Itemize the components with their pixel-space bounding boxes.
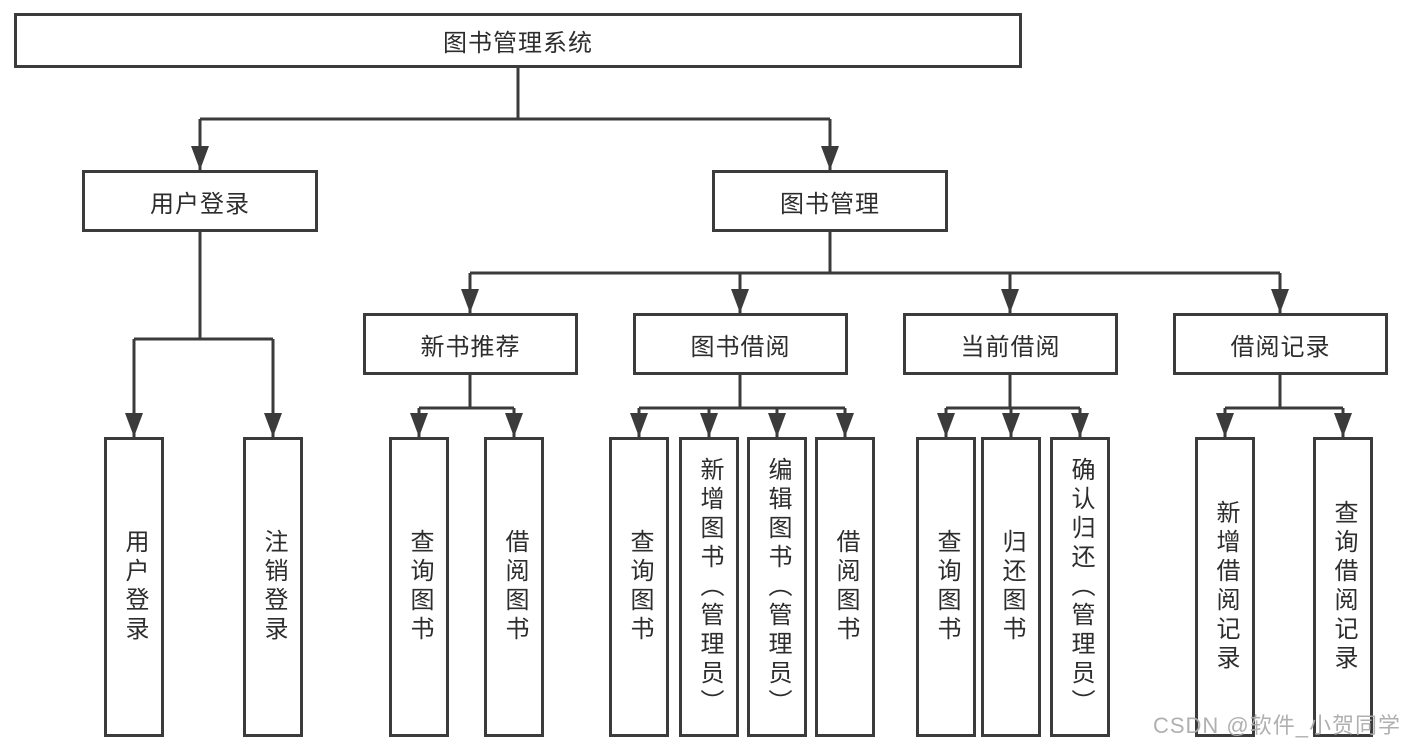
leaf-label: 注销登录: [260, 529, 287, 645]
node-label: 用户登录: [150, 190, 250, 218]
leaf-label: 查询图书: [626, 529, 653, 645]
leaf-label: 编辑图书（管理员）: [764, 456, 791, 718]
leaf-borrow-books-recommend: 借阅图书: [484, 437, 544, 737]
node-book-borrow: 图书借阅: [633, 313, 848, 375]
node-current-borrow: 当前借阅: [903, 313, 1118, 375]
leaf-borrow-books: 借阅图书: [815, 437, 875, 737]
leaf-label: 借阅图书: [501, 529, 528, 645]
leaf-label: 新增图书（管理员）: [696, 456, 723, 718]
leaf-label: 查询图书: [933, 529, 960, 645]
node-user-login: 用户登录: [82, 170, 318, 232]
leaf-query-books-borrow: 查询图书: [609, 437, 669, 737]
node-borrow-records: 借阅记录: [1173, 313, 1388, 375]
leaf-query-books-current: 查询图书: [916, 437, 976, 737]
node-label: 新书推荐: [420, 333, 521, 361]
leaf-user-login: 用户登录: [104, 437, 164, 737]
node-system-root: 图书管理系统: [14, 13, 1022, 68]
leaf-query-books-recommend: 查询图书: [389, 437, 449, 737]
node-label: 借阅记录: [1230, 333, 1331, 361]
leaf-add-borrow-record: 新增借阅记录: [1195, 437, 1255, 737]
leaf-confirm-return-admin: 确认归还（管理员）: [1050, 437, 1110, 737]
leaf-label: 查询图书: [406, 529, 433, 645]
leaf-label: 查询借阅记录: [1330, 500, 1357, 674]
leaf-return-books: 归还图书: [981, 437, 1041, 737]
node-label: 图书管理: [780, 190, 880, 218]
node-label: 图书借阅: [690, 333, 791, 361]
leaf-add-books-admin: 新增图书（管理员）: [679, 437, 739, 737]
leaf-edit-books-admin: 编辑图书（管理员）: [747, 437, 807, 737]
node-book-management: 图书管理: [712, 170, 948, 232]
csdn-watermark: CSDN @软件_小贺同学: [1152, 713, 1401, 738]
leaf-query-borrow-record: 查询借阅记录: [1313, 437, 1373, 737]
leaf-label: 新增借阅记录: [1212, 500, 1239, 674]
leaf-label: 借阅图书: [832, 529, 859, 645]
leaf-logout: 注销登录: [243, 437, 303, 737]
leaf-label: 确认归还（管理员）: [1067, 456, 1094, 718]
node-label: 当前借阅: [960, 333, 1061, 361]
leaf-label: 归还图书: [998, 529, 1025, 645]
node-new-book-recommend: 新书推荐: [363, 313, 578, 375]
node-label: 图书管理系统: [443, 30, 593, 57]
leaf-label: 用户登录: [121, 529, 148, 645]
